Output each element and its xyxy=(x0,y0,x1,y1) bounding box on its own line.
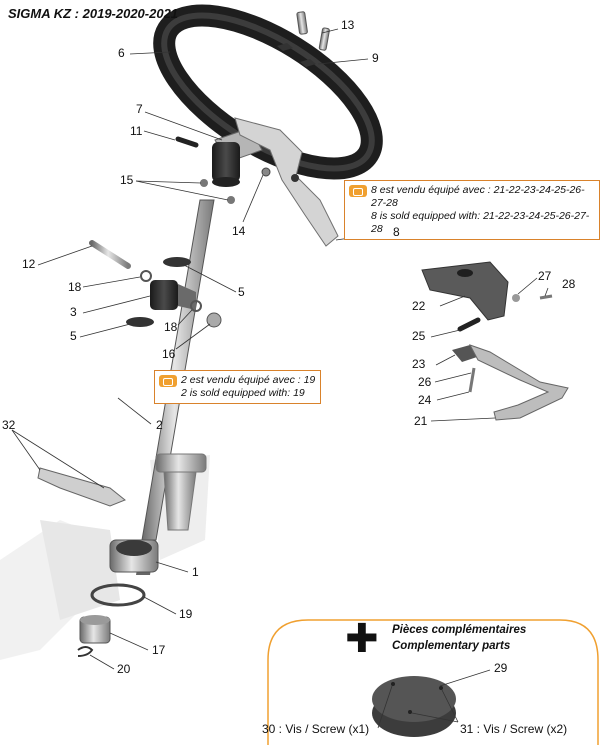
callout-19: 19 xyxy=(179,607,193,621)
shaft-end xyxy=(155,453,207,531)
callout-15: 15 xyxy=(120,173,134,187)
lower-bracket-32 xyxy=(37,467,126,507)
nut-14 xyxy=(261,167,271,177)
clip-part-20 xyxy=(77,646,94,657)
callout-18b: 18 xyxy=(164,320,178,334)
callout-26: 26 xyxy=(418,375,432,389)
callout-5b: 5 xyxy=(70,329,77,343)
note-part-8: 8 est vendu équipé avec : 21-22-23-24-25… xyxy=(344,180,600,240)
complementary-title-en: Complementary parts xyxy=(392,640,511,652)
callout-11: 11 xyxy=(130,124,143,138)
callout-22: 22 xyxy=(412,299,426,313)
callout-8: 8 xyxy=(393,225,400,239)
callout-6: 6 xyxy=(118,46,125,60)
complementary-title-fr: Pièces complémentaires xyxy=(392,624,527,636)
callout-32: 32 xyxy=(2,418,16,432)
callout-9: 9 xyxy=(372,51,379,65)
callout-21: 21 xyxy=(414,414,428,428)
note-line-en: 8 is sold equipped with: 21-22-23-24-25-… xyxy=(371,210,590,235)
info-icon xyxy=(159,375,177,387)
screw-31-label: 31 : Vis / Screw (x2) xyxy=(460,722,568,736)
callout-23: 23 xyxy=(412,357,426,371)
complementary-box xyxy=(267,619,599,745)
bolt-12 xyxy=(89,240,131,269)
callout-24: 24 xyxy=(418,393,432,407)
callout-5: 5 xyxy=(238,285,245,299)
screws-13 xyxy=(296,11,330,51)
callout-27: 27 xyxy=(538,269,552,283)
nut-16 xyxy=(206,312,222,328)
callout-14: 14 xyxy=(232,224,246,238)
nuts-9 xyxy=(277,43,316,67)
leader-lines xyxy=(11,28,549,670)
callout-18: 18 xyxy=(68,280,82,294)
nut-part-17 xyxy=(79,615,111,644)
diagram-title: SIGMA KZ : 2019-2020-2021 xyxy=(8,6,179,21)
callout-20: 20 xyxy=(117,662,131,676)
complementary-title: Pièces complémentaires Complementary par… xyxy=(392,622,526,654)
washer-18a xyxy=(140,270,152,282)
note-part-2: 2 est vendu équipé avec : 19 2 is sold e… xyxy=(154,370,322,404)
callout-28: 28 xyxy=(562,277,576,291)
callout-7: 7 xyxy=(136,102,143,116)
callout-25: 25 xyxy=(412,329,426,343)
callout-17: 17 xyxy=(152,643,166,657)
washers-15 xyxy=(200,179,235,204)
callout-1: 1 xyxy=(192,565,199,579)
bracket-part-8 xyxy=(234,117,339,247)
note-line-fr: 8 est vendu équipé avec : 21-22-23-24-25… xyxy=(371,184,585,209)
ring-part-19 xyxy=(90,583,146,607)
info-icon xyxy=(349,185,367,197)
callout-2: 2 xyxy=(156,418,163,432)
callout-16: 16 xyxy=(162,347,176,361)
screw-30-label: 30 : Vis / Screw (x1) xyxy=(262,722,370,736)
bushing-part-1 xyxy=(109,539,159,573)
right-assembly xyxy=(421,261,569,421)
callout-13: 13 xyxy=(341,18,355,32)
note-line-en: 2 is sold equipped with: 19 xyxy=(181,387,305,399)
plus-icon: ✚ xyxy=(345,617,379,661)
collars-5 xyxy=(126,257,191,327)
callout-29: 29 xyxy=(494,661,508,675)
bolt-11 xyxy=(175,136,199,148)
callout-12: 12 xyxy=(22,257,36,271)
washer-18b xyxy=(190,300,202,312)
callout-3: 3 xyxy=(70,305,77,319)
note-line-fr: 2 est vendu équipé avec : 19 xyxy=(181,374,316,386)
